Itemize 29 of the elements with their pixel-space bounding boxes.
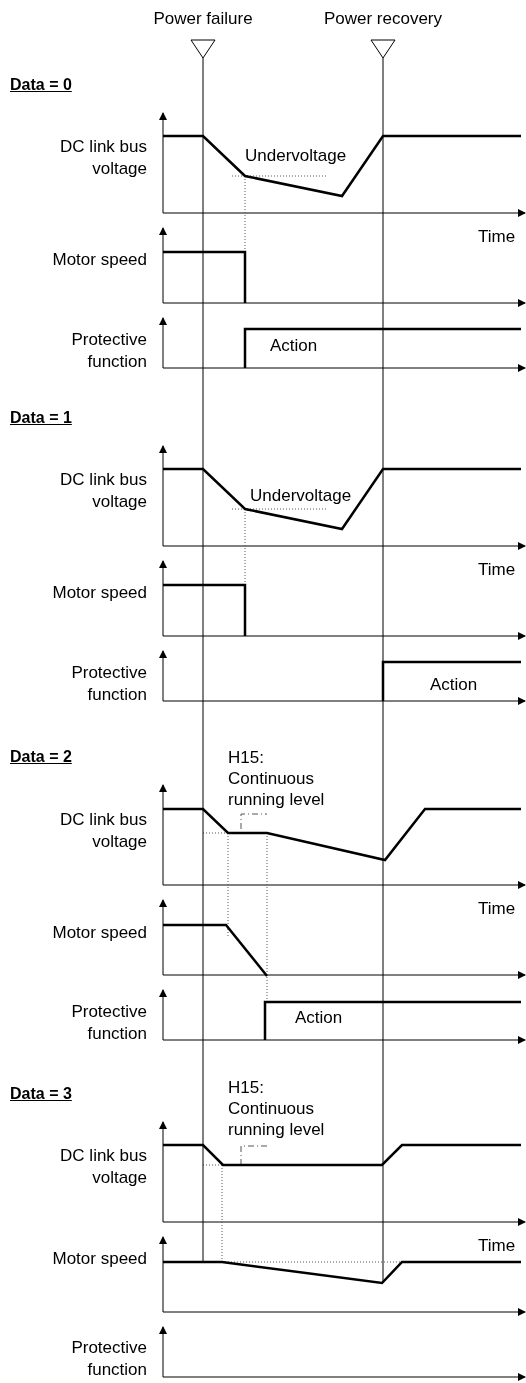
section-heading: Data = 3: [10, 1084, 73, 1104]
signal-label: Motor speed: [51, 1248, 147, 1270]
signal-label: Motor speed: [51, 582, 147, 604]
event-label: Power failure: [152, 8, 254, 30]
axis-label: Time: [478, 559, 517, 581]
section-heading: Data = 1: [10, 408, 73, 428]
signal-label: Motor speed: [51, 922, 147, 944]
axis-label: Time: [478, 226, 517, 248]
state-label: Action: [295, 1007, 344, 1029]
signal-label: Protective function: [70, 329, 147, 373]
threshold-label: Undervoltage: [250, 485, 353, 507]
threshold-label: H15: Continuous running level: [228, 747, 326, 810]
signal-label: DC link bus voltage: [59, 809, 147, 853]
signal-label: Protective function: [70, 1337, 147, 1381]
threshold-label: Undervoltage: [245, 145, 348, 167]
signal-label: Protective function: [70, 1001, 147, 1045]
event-label: Power recovery: [322, 8, 444, 30]
state-label: Action: [270, 335, 319, 357]
state-label: Action: [430, 674, 479, 696]
signal-label: DC link bus voltage: [59, 136, 147, 180]
signal-label: Motor speed: [51, 249, 147, 271]
section-heading: Data = 0: [10, 75, 73, 95]
signal-label: DC link bus voltage: [59, 469, 147, 513]
signal-label: Protective function: [70, 662, 147, 706]
signal-label: DC link bus voltage: [59, 1145, 147, 1189]
axis-label: Time: [478, 898, 517, 920]
axis-label: Time: [478, 1235, 517, 1257]
threshold-label: H15: Continuous running level: [228, 1077, 326, 1140]
section-heading: Data = 2: [10, 747, 73, 767]
